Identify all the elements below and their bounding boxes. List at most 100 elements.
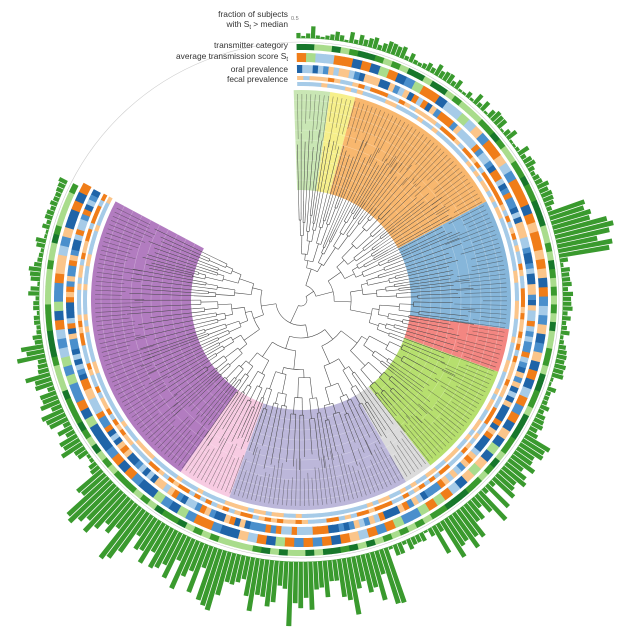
tree-branch	[239, 392, 245, 402]
ring-segment	[270, 517, 278, 523]
tree-branch	[223, 341, 234, 349]
tree-arc	[272, 341, 296, 351]
ring-segment	[517, 331, 523, 339]
tree-branch	[217, 318, 226, 321]
fraction-bar	[511, 143, 517, 148]
ring-segment	[421, 514, 433, 525]
tree-branch	[234, 292, 252, 295]
ring-segment	[486, 411, 494, 420]
taxon-label	[456, 193, 478, 207]
tree-leaf-branch	[360, 385, 400, 443]
ring-segment	[203, 506, 212, 517]
tree-branch	[336, 202, 340, 209]
fraction-bar	[395, 46, 403, 57]
ring-segment	[165, 467, 174, 476]
tree-branch	[217, 273, 225, 277]
fraction-bar	[37, 281, 40, 287]
ring-segment	[339, 533, 351, 544]
tree-leaf-branch	[204, 406, 227, 438]
taxon-label	[385, 124, 409, 162]
taxon-label	[458, 296, 507, 298]
taxon-label	[472, 330, 504, 337]
ring-segment	[65, 217, 77, 230]
fraction-bar	[421, 62, 428, 70]
tree-arc	[216, 272, 219, 276]
ring-segment	[342, 56, 354, 68]
ring-segment	[93, 210, 100, 219]
ring-segment	[301, 513, 308, 518]
ring-segment	[493, 387, 500, 396]
ring-segment	[90, 216, 97, 225]
fraction-bar	[496, 119, 508, 129]
fraction-bar	[86, 486, 120, 521]
fraction-bar	[548, 381, 552, 387]
ring-segment	[139, 493, 151, 505]
fraction-bar	[241, 556, 251, 580]
ring-segment	[492, 417, 503, 427]
ring-segment	[212, 495, 221, 502]
tree-branch	[398, 310, 420, 313]
ring-segment	[508, 246, 514, 254]
ring-segment	[189, 499, 198, 510]
ring-segment	[79, 258, 85, 266]
fraction-bar	[554, 363, 567, 371]
ring-segment	[360, 60, 373, 73]
ring-segment	[483, 464, 495, 476]
tree-branch	[377, 272, 389, 276]
taxon-label	[272, 462, 280, 505]
taxon-label	[401, 438, 423, 467]
ring-segment	[170, 471, 179, 479]
fraction-bar	[28, 266, 42, 272]
taxon-label	[463, 230, 495, 242]
tree-branch	[229, 353, 243, 366]
fraction-bar	[517, 145, 530, 156]
taxon-label	[406, 139, 431, 170]
ring-segment	[452, 465, 462, 476]
tree-leaf-branch	[231, 412, 247, 442]
taxon-label	[139, 413, 159, 429]
ring-segment	[371, 499, 380, 506]
ring-segment	[157, 468, 165, 477]
tree-leaf-branch	[170, 370, 220, 414]
tree-leaf-branch	[161, 241, 190, 254]
tree-leaf-branch	[147, 254, 199, 270]
ring-segment	[520, 306, 525, 314]
tree-branch	[348, 366, 354, 373]
ring-segment	[51, 233, 60, 244]
fraction-bar	[303, 561, 309, 598]
ring-segment	[386, 69, 399, 82]
tree-leaf-branch	[327, 150, 347, 212]
ring-segment	[88, 368, 95, 376]
ring-segment	[135, 438, 143, 447]
tree-branch	[353, 249, 364, 259]
tree-branch	[315, 218, 319, 231]
taxon-label	[400, 430, 426, 465]
ring-segment	[257, 515, 266, 521]
ring-segment	[419, 99, 429, 110]
tree-branch	[245, 401, 252, 413]
ring-segment	[451, 455, 460, 464]
tree-branch	[258, 374, 266, 387]
ring-segment	[137, 463, 148, 473]
ring-segment	[58, 244, 70, 257]
ring-segment	[347, 520, 356, 530]
tree-branch	[207, 345, 223, 356]
taxon-label	[472, 319, 506, 324]
taxon-label	[468, 282, 507, 287]
tree-leaf-branch	[168, 358, 208, 383]
taxon-label	[460, 242, 500, 255]
tree-branch	[289, 413, 292, 430]
tree-branch	[322, 209, 327, 221]
tree-arc	[250, 283, 254, 295]
taxon-label	[264, 474, 270, 503]
taxon-label	[99, 258, 125, 265]
ring-segment	[499, 217, 506, 226]
taxon-label	[435, 403, 465, 427]
tree-leaf-branch	[143, 338, 187, 354]
ring-segment	[464, 433, 472, 442]
ring-segment	[72, 412, 83, 425]
ring-segment	[495, 382, 503, 390]
tree-branch	[388, 277, 396, 280]
ring-segment	[430, 126, 439, 135]
tree-leaf-branch	[134, 323, 200, 339]
